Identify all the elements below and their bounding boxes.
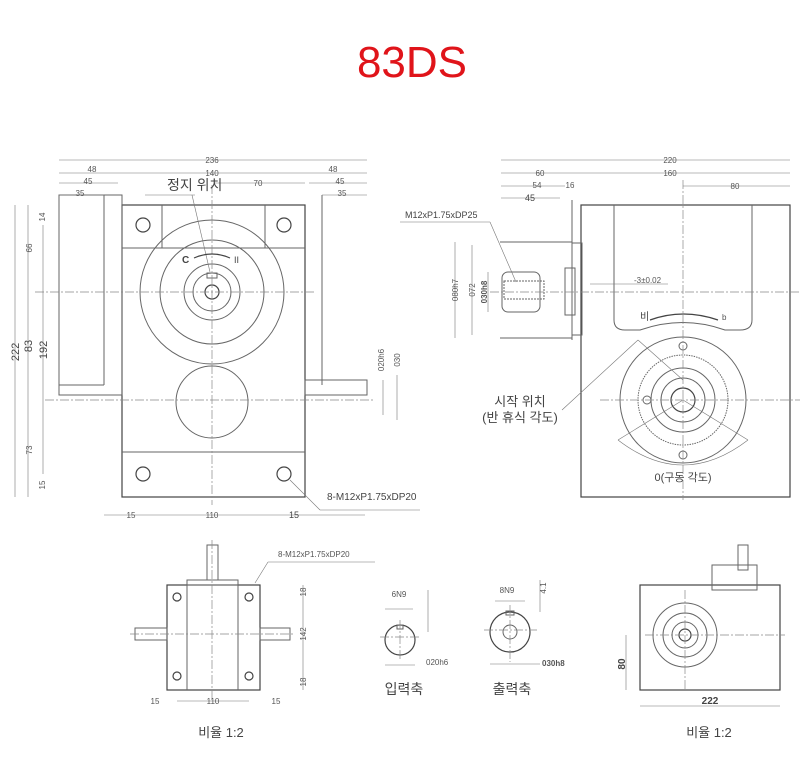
mark-ii: II [234,255,239,265]
dim-60: 60 [536,169,545,178]
front-view: 236 48 45 35 140 70 48 45 35 222 83 192 … [10,156,420,520]
input-diameter: 020h6 [426,658,449,667]
scale-label-right: 비율 1:2 [686,725,732,740]
output-key-8n9: 8N9 [500,586,515,595]
top-view: 8-M12xP1.75xDP20 18 142 18 15 110 15 비율 … [130,540,375,740]
bolt-holes [135,217,292,482]
input-shaft-section: 6N9 020h6 입력축 [380,590,449,697]
dim-16: 16 [566,181,575,190]
dim-54: 54 [533,181,542,190]
rest-angle-label: (반 휴식 각도) [482,410,558,425]
output-shaft-label: 출력축 [493,681,532,697]
output-diameter: 030h8 [542,659,565,668]
output-shaft-section: 8N9 4.1 030h8 출력축 [484,580,565,697]
housing-body [121,204,306,498]
dim-220: 220 [663,156,677,165]
dim-80: 80 [731,182,740,191]
dim-18-bottom: 18 [299,677,308,686]
dim-offset: -3±0.02 [634,276,662,285]
left-flange [58,194,123,396]
dim-73: 73 [25,445,34,454]
dim-15-right: 15 [289,510,299,520]
side-view: 220 60 160 54 16 80 45 M12xP1.75xDP25 08… [400,156,800,500]
stop-position-label: 정지 위치 [167,177,222,193]
bolt-spec-front: 8-M12xP1.75xDP20 [327,492,417,503]
drive-angle-label: 0(구동 각도) [655,471,712,484]
dim-15-left-top: 15 [151,697,160,706]
dim-030: 030 [393,353,402,367]
dim-072: 072 [468,283,477,297]
input-shaft-stub [206,544,219,581]
dim-48-right: 48 [329,165,338,174]
mark-c: C [182,255,189,266]
scale-label-left: 비율 1:2 [198,725,244,740]
dim-140: 140 [205,169,219,178]
dim-236: 236 [205,156,219,165]
dim-142: 142 [299,627,308,641]
dim-020h6: 020h6 [377,348,386,371]
dim-45-right: 45 [336,177,345,186]
end-dim-222: 222 [702,696,719,707]
input-key-6n9: 6N9 [392,590,407,599]
output-key-depth: 4.1 [539,582,548,594]
dim-83: 83 [23,340,35,352]
dim-030h8: 030h8 [480,280,489,303]
input-shaft-label: 입력축 [385,681,424,697]
dim-160: 160 [663,169,677,178]
dim-66: 66 [25,243,34,252]
right-shaft [304,379,368,396]
dim-70: 70 [254,179,263,188]
dim-45: 45 [525,193,535,203]
dim-45-left: 45 [84,177,93,186]
start-position-label: 시작 위치 [494,394,545,409]
tap-spec: M12xP1.75xDP25 [405,210,478,220]
dim-110: 110 [206,511,219,520]
dim-15-left: 15 [127,511,136,520]
side-housing [580,204,791,498]
bolt-spec-top: 8-M12xP1.75xDP20 [278,550,350,559]
dim-222: 222 [10,343,22,361]
end-dim-80: 80 [617,658,628,670]
dim-14: 14 [38,212,47,221]
dim-18-top: 18 [299,587,308,596]
dim-15-bottom: 15 [38,480,47,489]
dim-35-right: 35 [338,189,347,198]
mark-b: b [722,313,727,322]
dim-48-left: 48 [88,165,97,174]
dim-192: 192 [38,341,50,359]
dim-15-right-top: 15 [272,697,281,706]
end-view: 80 222 비율 1:2 [617,544,785,740]
dim-080h7: 080h7 [451,278,460,301]
dim-110-top: 110 [207,697,220,706]
model-title: 83DS [357,38,467,87]
dim-35-left: 35 [76,189,85,198]
mark-bi: 비 [640,311,649,323]
